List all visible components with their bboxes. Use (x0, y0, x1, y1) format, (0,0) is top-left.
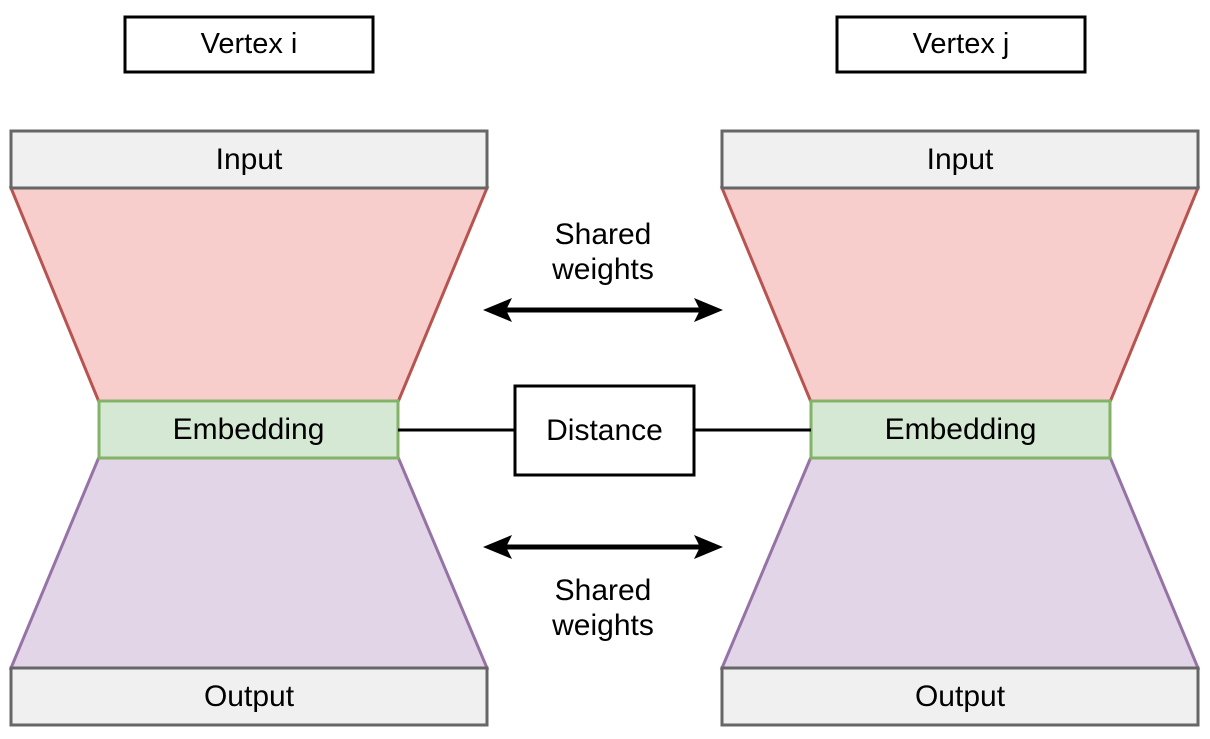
distance-box (513, 384, 696, 477)
shared-weights-top-arrow (483, 298, 723, 322)
left-embedding-box (97, 399, 400, 460)
shared-weights-bottom-arrow (483, 535, 723, 559)
right-encoder-trapezoid (719, 186, 1201, 404)
vertex-i-title-box (123, 15, 375, 74)
left-input-box (9, 129, 489, 190)
right-decoder-trapezoid (719, 455, 1201, 670)
right-embedding-box (809, 399, 1112, 460)
vertex-j-title-box (835, 15, 1087, 74)
right-output-box (720, 666, 1200, 727)
left-encoder-trapezoid (8, 186, 490, 404)
right-input-box (720, 129, 1200, 190)
left-decoder-trapezoid (8, 455, 490, 670)
left-output-box (9, 666, 489, 727)
